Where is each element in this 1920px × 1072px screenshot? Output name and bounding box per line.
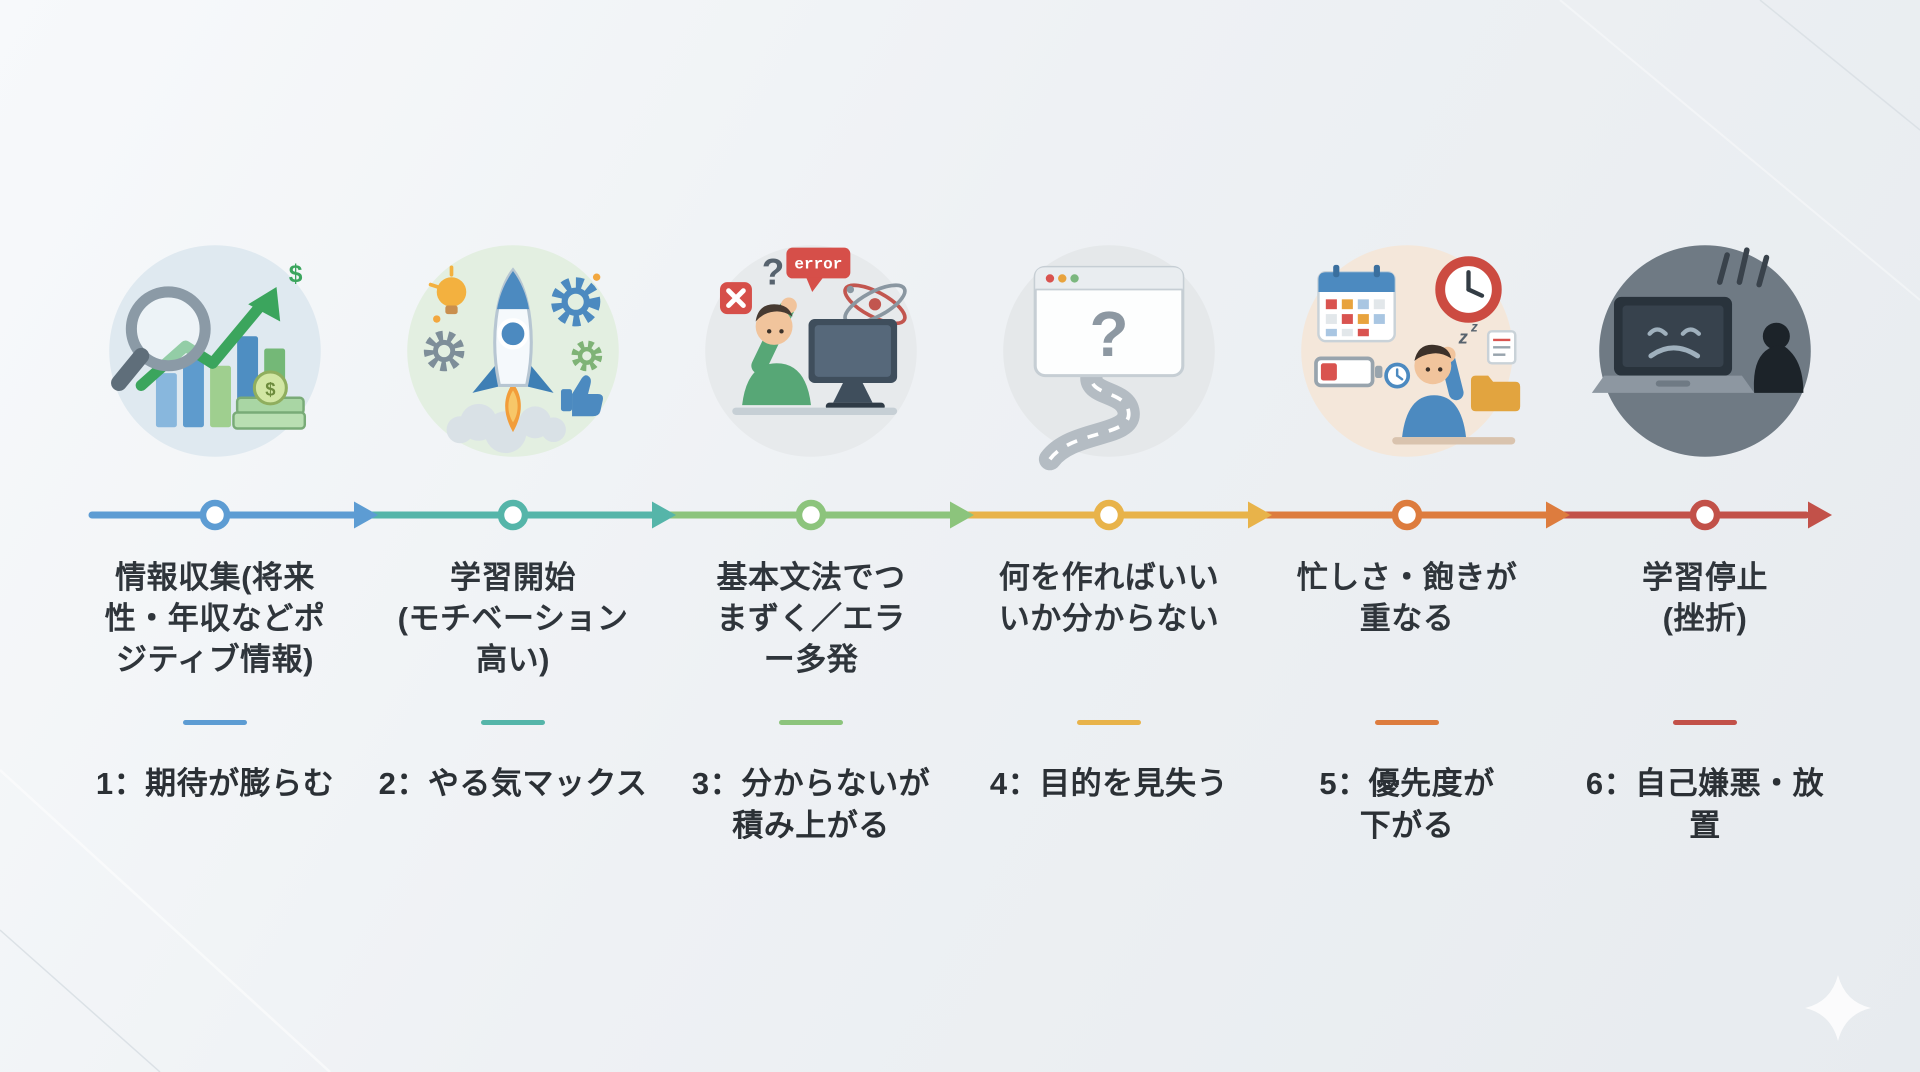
step-5-illustration: z z: [1284, 228, 1530, 474]
low-battery-icon: [1314, 356, 1383, 388]
rocket-flame-inner: [508, 390, 518, 423]
busy-overload-icon: z z: [1301, 245, 1521, 457]
folder-icon: [1470, 375, 1521, 412]
timeline-arrow: [88, 499, 1832, 531]
hunched-person-silhouette: [1753, 322, 1804, 393]
gear-icon: [551, 277, 601, 327]
step-4-illustration: ?: [986, 228, 1232, 474]
window-dot: [1070, 274, 1079, 283]
step-3-illustration: error ?: [688, 228, 934, 474]
step-2-divider: [481, 720, 545, 725]
decor-line: [1559, 0, 1920, 301]
small-clock-icon: [1384, 362, 1411, 389]
coder-person-shape: [742, 297, 811, 406]
step-1-divider: [183, 720, 247, 725]
step-1-caption: 1：期待が膨らむ: [95, 766, 335, 801]
clock-icon: [1435, 256, 1502, 323]
checklist-icon: [1486, 330, 1517, 365]
step-6-label: 学習停止 (挫折): [1642, 560, 1768, 636]
step-column-5: z z 忙しさ・飽きが 重なる 5：優先度が 下がる: [1258, 228, 1556, 847]
step-column-6: 学習停止 (挫折) 6：自己嫌悪・放 置: [1556, 228, 1854, 847]
question-text: ?: [762, 252, 785, 293]
rocket-launch-icon: [407, 245, 619, 457]
gear-icon: [571, 340, 603, 372]
step-6-illustration: [1582, 228, 1828, 474]
step-4-label: 何を作ればいい いか分からない: [998, 560, 1220, 636]
sparkle-icon: [1805, 975, 1871, 1041]
research-growth-icon: $ $: [109, 245, 321, 457]
decor-line: [1759, 0, 1920, 131]
step-1-illustration: $ $: [92, 228, 338, 474]
step-3-divider: [779, 720, 843, 725]
step-5-caption: 5：優先度が 下がる: [1319, 766, 1495, 843]
burnout-icon: [1591, 245, 1811, 457]
question-text: ?: [1089, 298, 1128, 370]
error-x-badge: [719, 282, 752, 315]
frustrated-coder-icon: error ?: [705, 245, 917, 457]
sleep-text: z: [1458, 327, 1469, 348]
step-column-4: ? 何を作ればいい いか分からない 4：目的を見失う: [960, 228, 1258, 847]
step-column-1: $ $ 情報収集(将来 性・年収などポ ジティブ情報) 1：期待が膨らむ: [66, 228, 364, 847]
desk-shape: [732, 407, 898, 415]
lost-direction-icon: ?: [1003, 245, 1215, 471]
dollar-text: $: [289, 261, 303, 288]
sleep-text: z: [1470, 319, 1478, 334]
window-dot: [1045, 274, 1055, 283]
error-text: error: [794, 256, 842, 274]
steps-row: $ $ 情報収集(将来 性・年収などポ ジティブ情報) 1：期待が膨らむ: [66, 228, 1854, 847]
monitor-shape: [808, 319, 898, 411]
step-3-caption: 3：分からないが 積み上がる: [691, 766, 931, 843]
window-dot: [1058, 274, 1067, 283]
lightbulb-icon: [428, 265, 467, 315]
step-2-caption: 2：やる気マックス: [378, 766, 648, 801]
thumbs-up-icon: [560, 375, 603, 417]
desk-shape: [1392, 437, 1516, 445]
growth-arrowhead: [248, 287, 281, 322]
step-4-caption: 4：目的を見失う: [989, 766, 1229, 801]
step-1-label: 情報収集(将来 性・年収などポ ジティブ情報): [104, 560, 326, 677]
step-5-label: 忙しさ・飽きが 重なる: [1296, 560, 1518, 636]
sparkle-dot: [433, 315, 441, 323]
decor-line: [0, 929, 161, 1072]
gear-icon: [423, 330, 465, 372]
calendar-icon: [1317, 264, 1396, 343]
step-6-caption: 6：自己嫌悪・放 置: [1585, 766, 1825, 843]
step-4-divider: [1077, 720, 1141, 725]
rocket-shape: [472, 267, 554, 393]
step-column-2: 学習開始 (モチベーション 高い) 2：やる気マックス: [364, 228, 662, 847]
coin-dollar-text: $: [265, 378, 275, 399]
browser-window-shape: ?: [1033, 265, 1185, 378]
decor-line: [0, 769, 331, 1072]
step-column-3: error ?: [662, 228, 960, 847]
winding-road-shape: [1038, 357, 1140, 471]
step-2-label: 学習開始 (モチベーション 高い): [397, 560, 629, 677]
rain-lines-shape: [1716, 247, 1770, 288]
step-5-divider: [1375, 720, 1439, 725]
tired-person-shape: z z: [1402, 319, 1478, 438]
magnifier-icon: [111, 286, 211, 391]
sparkle-dot: [592, 273, 601, 281]
step-2-illustration: [390, 228, 636, 474]
sad-laptop-shape: [1591, 296, 1755, 393]
error-badge: error: [786, 247, 851, 292]
smoke-clouds-shape: [446, 403, 566, 454]
money-stack-icon: $: [232, 370, 307, 430]
step-3-label: 基本文法でつ まずく／エラ ー多発: [716, 560, 906, 677]
step-6-divider: [1673, 720, 1737, 725]
